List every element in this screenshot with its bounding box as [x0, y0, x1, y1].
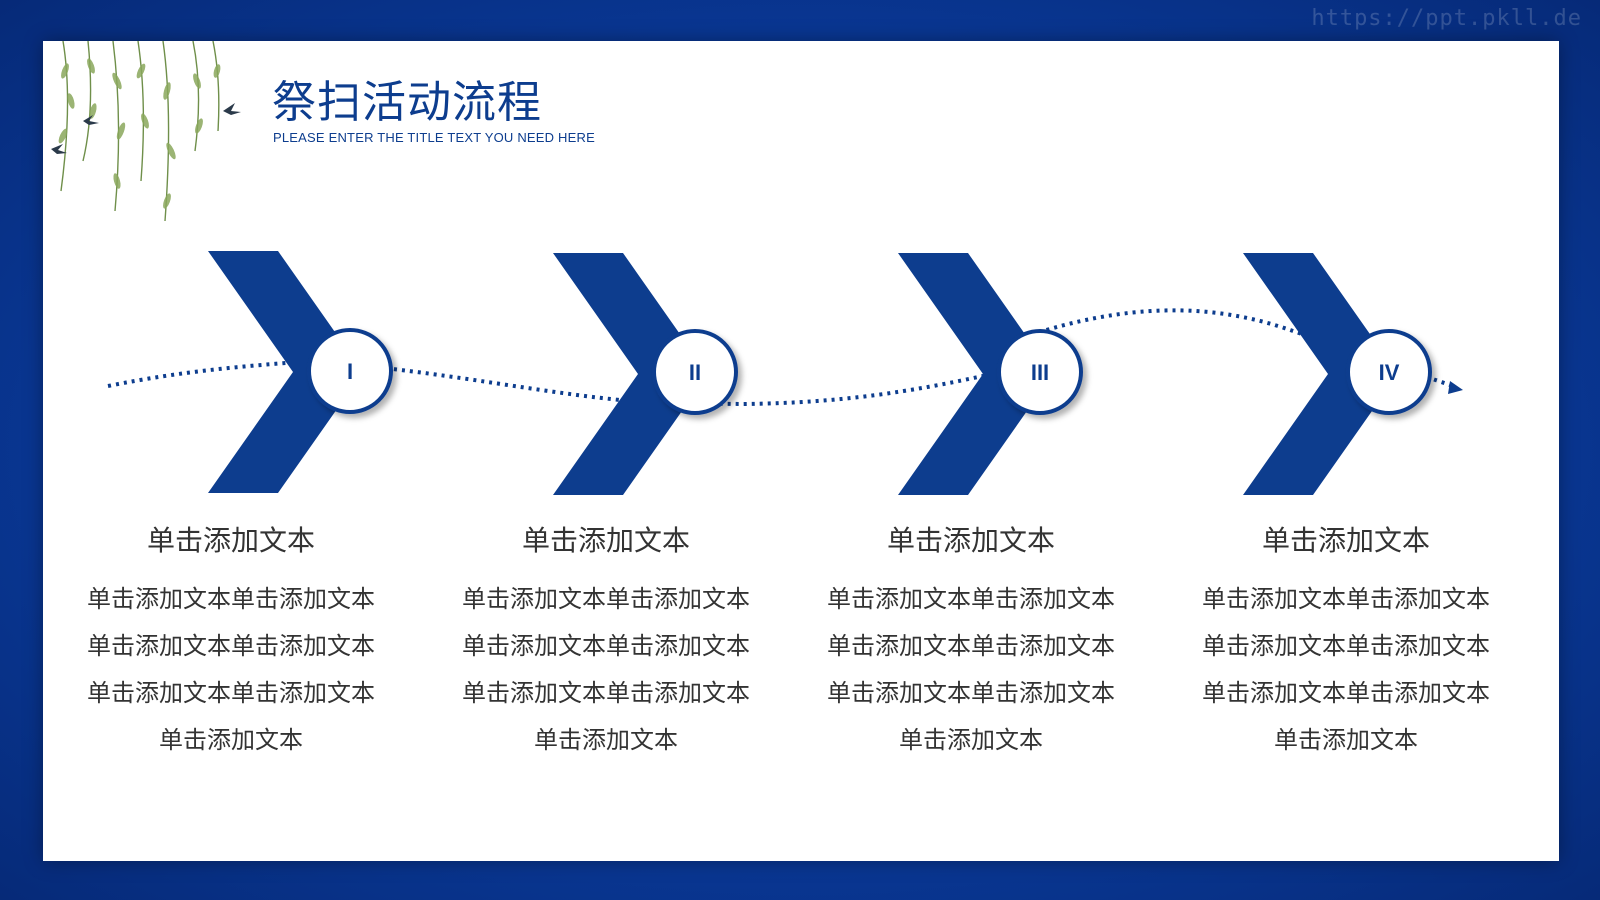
step-heading: 单击添加文本 [1261, 524, 1430, 557]
slide-canvas: 祭扫活动流程 PLEASE ENTER THE TITLE TEXT YOU N… [43, 41, 1559, 861]
step-text-3[interactable]: 单击添加文本 单击添加文本单击添加文本 单击添加文本单击添加文本 单击添加文本单… [801, 524, 1141, 764]
process-flow-diagram: I II III IV [107, 251, 1463, 495]
arrow-head-icon [1448, 381, 1463, 394]
description-line: 单击添加文本 [899, 725, 1043, 754]
step-badge-1: I [307, 328, 393, 414]
step-heading: 单击添加文本 [886, 524, 1055, 557]
description-line: 单击添加文本单击添加文本 [87, 631, 375, 660]
step-heading: 单击添加文本 [146, 524, 315, 557]
description-line: 单击添加文本单击添加文本 [827, 678, 1115, 707]
description-line: 单击添加文本单击添加文本 [827, 584, 1115, 613]
step-numeral: II [689, 360, 701, 385]
description-line: 单击添加文本 [534, 725, 678, 754]
watermark-url: https://ppt.pkll.de [1311, 6, 1582, 31]
step-badge-3: III [997, 329, 1083, 415]
step-numeral: III [1031, 360, 1049, 385]
description-line: 单击添加文本单击添加文本 [462, 631, 750, 660]
description-line: 单击添加文本单击添加文本 [1202, 584, 1490, 613]
step-description: 单击添加文本单击添加文本 单击添加文本单击添加文本 单击添加文本单击添加文本 单… [1176, 576, 1516, 764]
step-description: 单击添加文本单击添加文本 单击添加文本单击添加文本 单击添加文本单击添加文本 单… [801, 576, 1141, 764]
willow-branch-icon [51, 41, 241, 222]
step-description: 单击添加文本单击添加文本 单击添加文本单击添加文本 单击添加文本单击添加文本 单… [61, 576, 401, 764]
step-text-1[interactable]: 单击添加文本 单击添加文本单击添加文本 单击添加文本单击添加文本 单击添加文本单… [61, 524, 401, 764]
step-description: 单击添加文本单击添加文本 单击添加文本单击添加文本 单击添加文本单击添加文本 单… [436, 576, 776, 764]
step-numeral: I [347, 359, 353, 384]
step-text-2[interactable]: 单击添加文本 单击添加文本单击添加文本 单击添加文本单击添加文本 单击添加文本单… [436, 524, 776, 764]
description-line: 单击添加文本单击添加文本 [87, 584, 375, 613]
step-numeral: IV [1379, 360, 1400, 385]
step-heading: 单击添加文本 [521, 524, 690, 557]
description-line: 单击添加文本单击添加文本 [462, 584, 750, 613]
description-line: 单击添加文本 [1274, 725, 1418, 754]
description-line: 单击添加文本单击添加文本 [1202, 631, 1490, 660]
description-line: 单击添加文本 [159, 725, 303, 754]
page-title: 祭扫活动流程 [272, 77, 542, 128]
description-line: 单击添加文本单击添加文本 [87, 678, 375, 707]
step-badge-2: II [652, 329, 738, 415]
page-subtitle: PLEASE ENTER THE TITLE TEXT YOU NEED HER… [273, 130, 595, 145]
description-line: 单击添加文本单击添加文本 [462, 678, 750, 707]
step-badge-4: IV [1346, 329, 1432, 415]
description-line: 单击添加文本单击添加文本 [827, 631, 1115, 660]
step-text-4[interactable]: 单击添加文本 单击添加文本单击添加文本 单击添加文本单击添加文本 单击添加文本单… [1176, 524, 1516, 764]
description-line: 单击添加文本单击添加文本 [1202, 678, 1490, 707]
